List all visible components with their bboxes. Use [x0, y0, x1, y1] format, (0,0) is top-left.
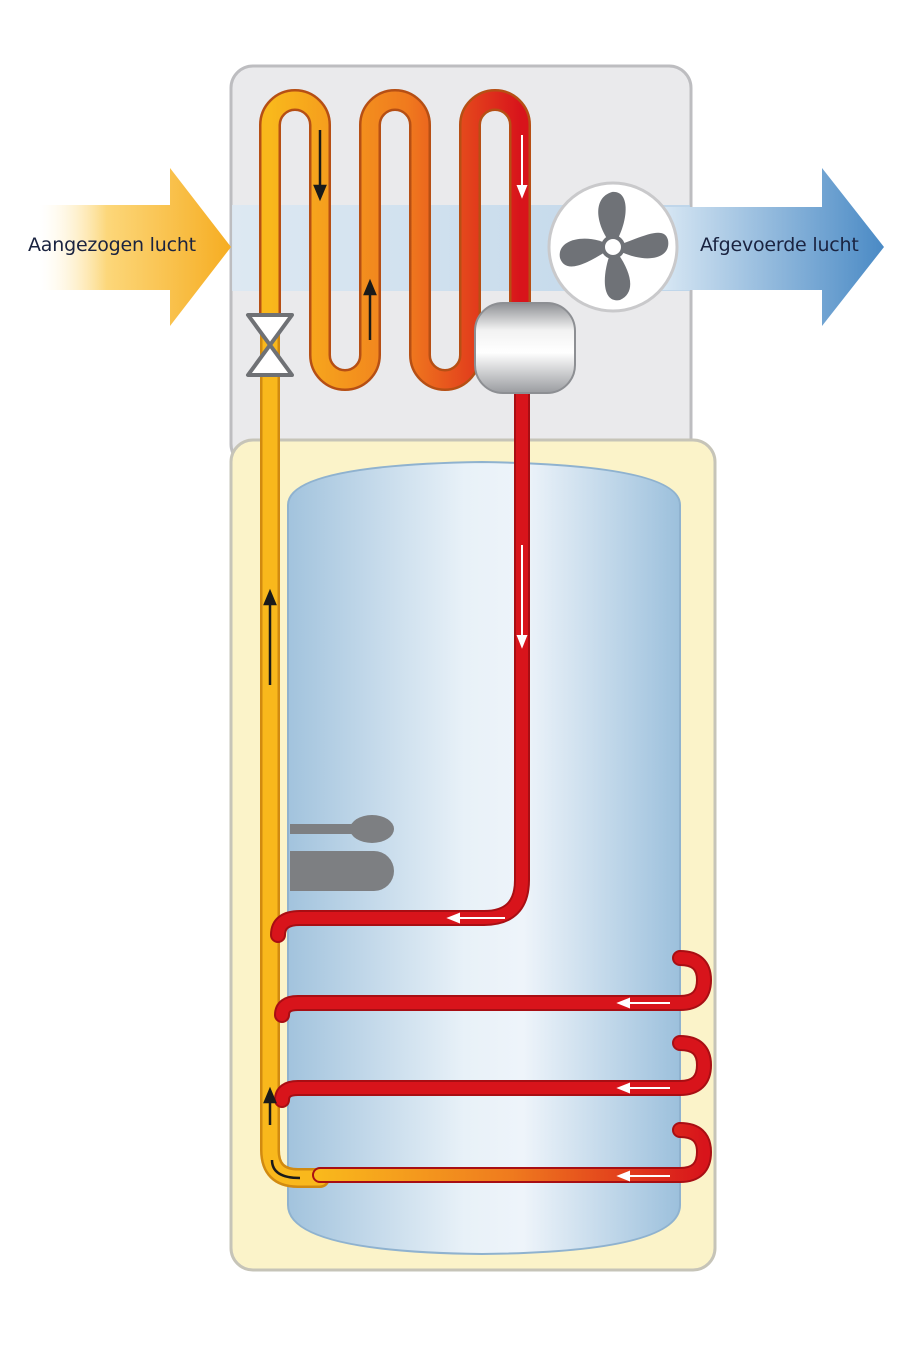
exhaust-air-arrow — [660, 168, 884, 326]
fan-icon — [547, 181, 679, 313]
heating-element-icon — [290, 815, 394, 891]
exhaust-air-label: Afgevoerde lucht — [700, 234, 859, 256]
intake-air-label: Aangezogen lucht — [28, 234, 196, 256]
flow-arrows-hot — [446, 135, 670, 1182]
intake-air-arrow — [40, 168, 231, 326]
flow-arrows-cold — [263, 130, 377, 1180]
water-tank — [287, 460, 681, 1256]
condenser-loops — [274, 950, 713, 1183]
compressor-icon — [474, 302, 576, 394]
expansion-valve-icon — [246, 313, 294, 377]
